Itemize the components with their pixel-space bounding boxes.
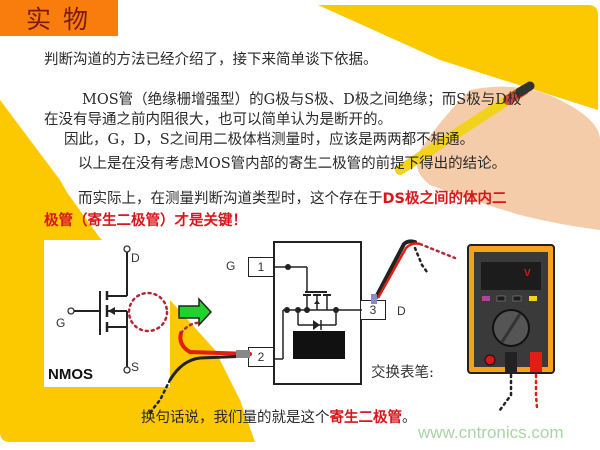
paragraph-mos-insulation: MOS管（绝缘栅增强型）的G极与S极、D极之间绝缘；而S极与D极 <box>82 92 522 108</box>
paragraph-high-resistance: 在没有导通之前内阻很大，也可以简单认为是断开的。 <box>44 112 392 128</box>
package-pin-2: 2 <box>248 347 274 367</box>
package-drain-label: D <box>397 304 406 318</box>
conclusion-highlight: 寄生二极管 <box>329 410 403 426</box>
conclusion-end: 。 <box>402 410 417 426</box>
slide-title-banner: 实物 <box>0 0 118 36</box>
swap-probes-label: 交换表笔: <box>371 365 434 381</box>
package-gate-label: G <box>226 259 236 273</box>
paragraph-actual-key: 而实际上，在测量判断沟道类型时，这个存在于DS极之间的体内二 <box>78 187 506 208</box>
paragraph-body-diode-highlight: 极管（寄生二极管）才是关键！ <box>44 213 247 229</box>
paragraph-intro: 判断沟道的方法已经介绍了，接下来简单谈下依据。 <box>44 52 378 68</box>
paragraph-body-diode: 极管（寄生二极管）才是关键！ <box>44 209 247 230</box>
paragraph-actual-highlight: DS极之间的体内二 <box>382 191 507 207</box>
conclusion-normal: 换句话说，我们量的就是这个 <box>141 410 330 426</box>
nmos-drain-label: D <box>131 251 140 265</box>
watermark: www.cntronics.com <box>418 423 564 442</box>
nmos-gate-label: G <box>56 316 66 330</box>
multimeter-unit-label: V <box>524 268 531 279</box>
slide-title: 实物 <box>25 5 100 34</box>
paragraph-conclusion-premise: 以上是在没有考虑MOS管内部的寄生二极管的前提下得出的结论。 <box>78 156 507 172</box>
conclusion-line: 换句话说，我们量的就是这个寄生二极管。 <box>141 406 417 427</box>
paragraph-actual-normal: 而实际上，在测量判断沟道类型时，这个存在于 <box>78 191 383 207</box>
package-pin-1: 1 <box>248 257 274 277</box>
paragraph-gds-test: 因此，G，D，S之间用二极体档测量时，应该是两两都不相通。 <box>64 132 475 148</box>
nmos-label: NMOS <box>48 366 93 383</box>
nmos-source-label: S <box>131 360 140 374</box>
